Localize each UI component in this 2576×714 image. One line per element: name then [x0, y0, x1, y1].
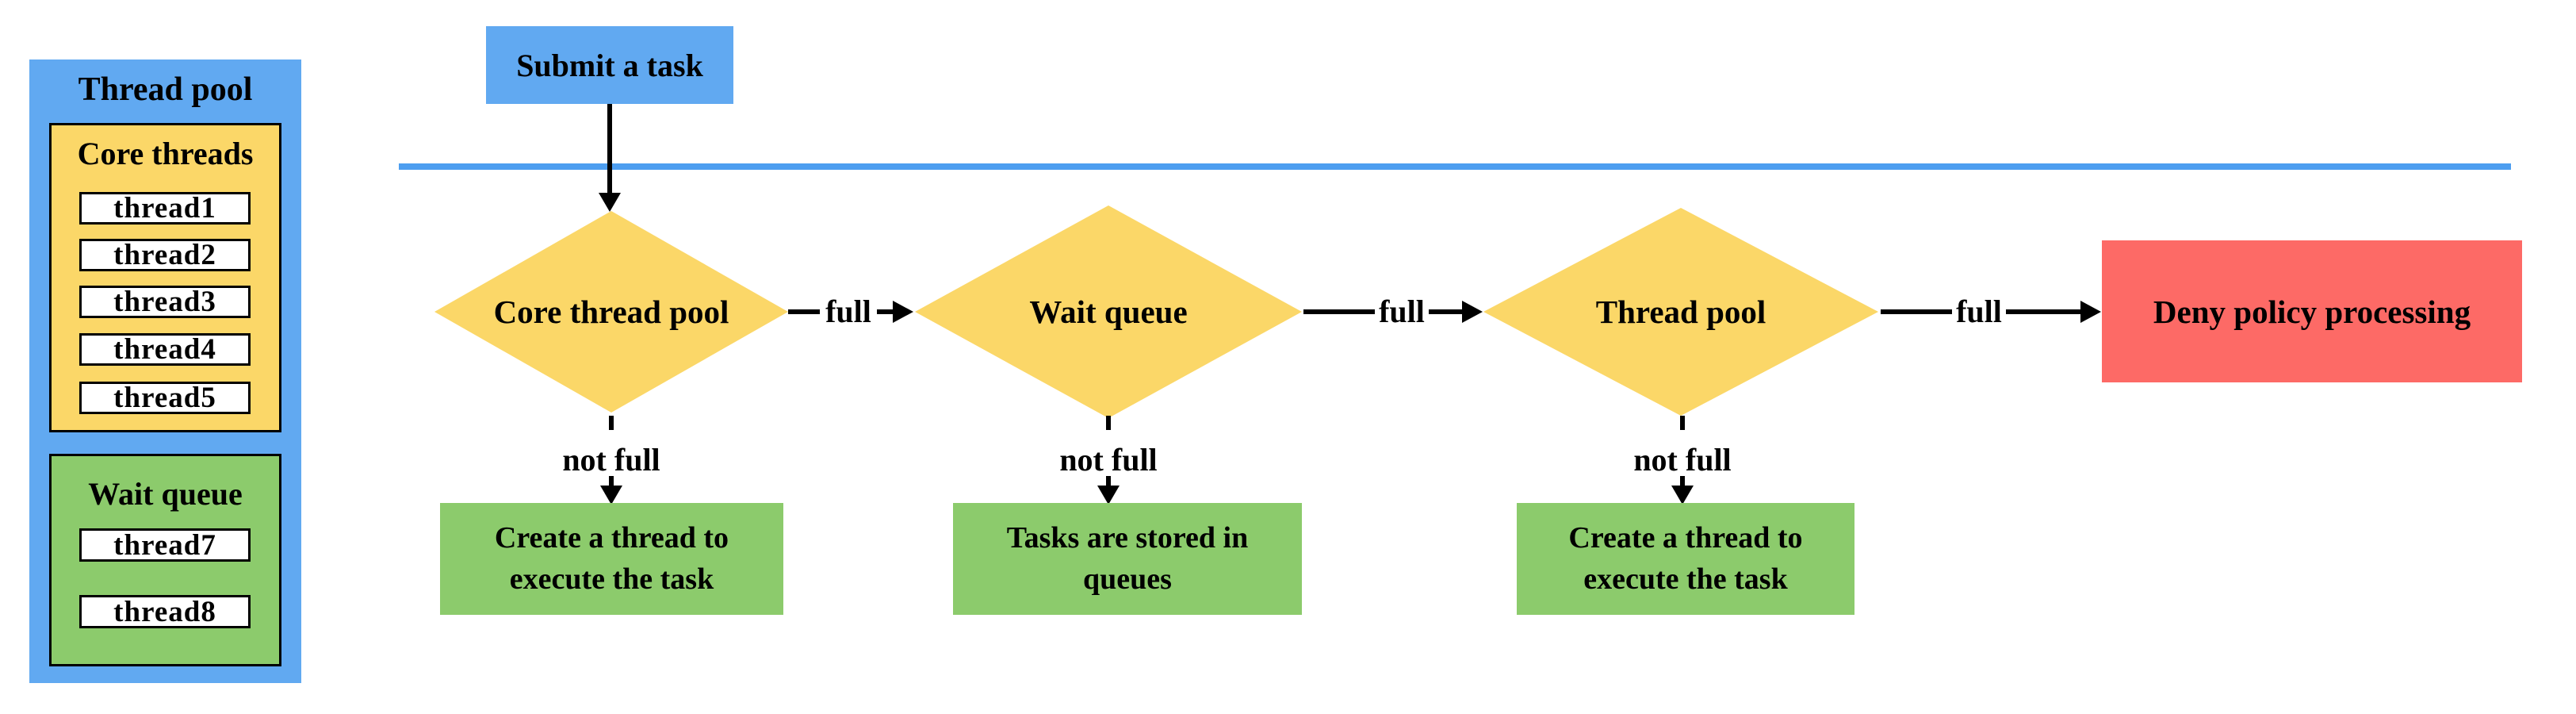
edge-full-2-line — [1303, 309, 1375, 314]
thread-slot: thread4 — [79, 333, 251, 366]
edge-full-3-label: full — [1956, 293, 2002, 329]
arrow-head-down-icon — [599, 193, 621, 212]
decision-thread-pool: Thread pool — [1483, 208, 1878, 416]
arrow-head-right-icon — [2080, 301, 2101, 323]
edge-full-1-line2 — [877, 309, 898, 314]
edge-notfull-2-label: not full — [1059, 441, 1158, 478]
edge-full-3-line — [1881, 309, 1952, 314]
edge-full-1-line — [788, 309, 820, 314]
thread-slot: thread2 — [79, 239, 251, 271]
outcome-node-3: Create a thread to execute the task — [1517, 503, 1854, 615]
edge-notfull-1-dash — [609, 416, 614, 430]
thread-pool-panel-title: Thread pool — [78, 71, 253, 108]
edge-full-3-line2 — [2006, 309, 2082, 314]
thread-slot: thread1 — [79, 192, 251, 225]
outcome-node-2: Tasks are stored in queues — [953, 503, 1302, 615]
arrow-head-right-icon — [1462, 301, 1483, 323]
thread-slot: thread3 — [79, 286, 251, 318]
edge-notfull-1-line — [609, 476, 614, 489]
thread-slot: thread8 — [79, 595, 251, 628]
edge-notfull-2-dash — [1106, 416, 1111, 430]
edge-notfull-1-label: not full — [562, 441, 660, 478]
outcome-node-1: Create a thread to execute the task — [440, 503, 783, 615]
edge-notfull-3-dash — [1680, 416, 1685, 430]
edge-notfull-2-line — [1106, 476, 1111, 489]
arrow-head-down-icon — [1671, 486, 1694, 505]
edge-start-line — [607, 104, 612, 194]
deny-node: Deny policy processing — [2102, 240, 2522, 382]
wait-queue-title: Wait queue — [88, 476, 243, 512]
edge-full-1-label: full — [825, 293, 871, 329]
edge-full-2-label: full — [1379, 293, 1425, 329]
swimlane-divider — [399, 163, 2511, 170]
edge-notfull-3-line — [1680, 476, 1685, 489]
arrow-head-down-icon — [1097, 486, 1120, 505]
start-node: Submit a task — [486, 26, 733, 104]
core-threads-group: Core threads thread1 thread2 thread3 thr… — [49, 123, 281, 432]
decision-core-thread-pool: Core thread pool — [434, 211, 788, 413]
wait-queue-group: Wait queue thread7 thread8 — [49, 454, 281, 666]
edge-notfull-3-label: not full — [1633, 441, 1732, 478]
thread-pool-panel: Thread pool Core threads thread1 thread2… — [29, 60, 301, 683]
edge-full-2-line2 — [1429, 309, 1464, 314]
arrow-head-right-icon — [893, 301, 913, 323]
arrow-head-down-icon — [600, 486, 622, 505]
thread-slot: thread5 — [79, 382, 251, 414]
decision-wait-queue: Wait queue — [915, 205, 1302, 418]
core-threads-title: Core threads — [77, 136, 254, 171]
thread-slot: thread7 — [79, 528, 251, 562]
